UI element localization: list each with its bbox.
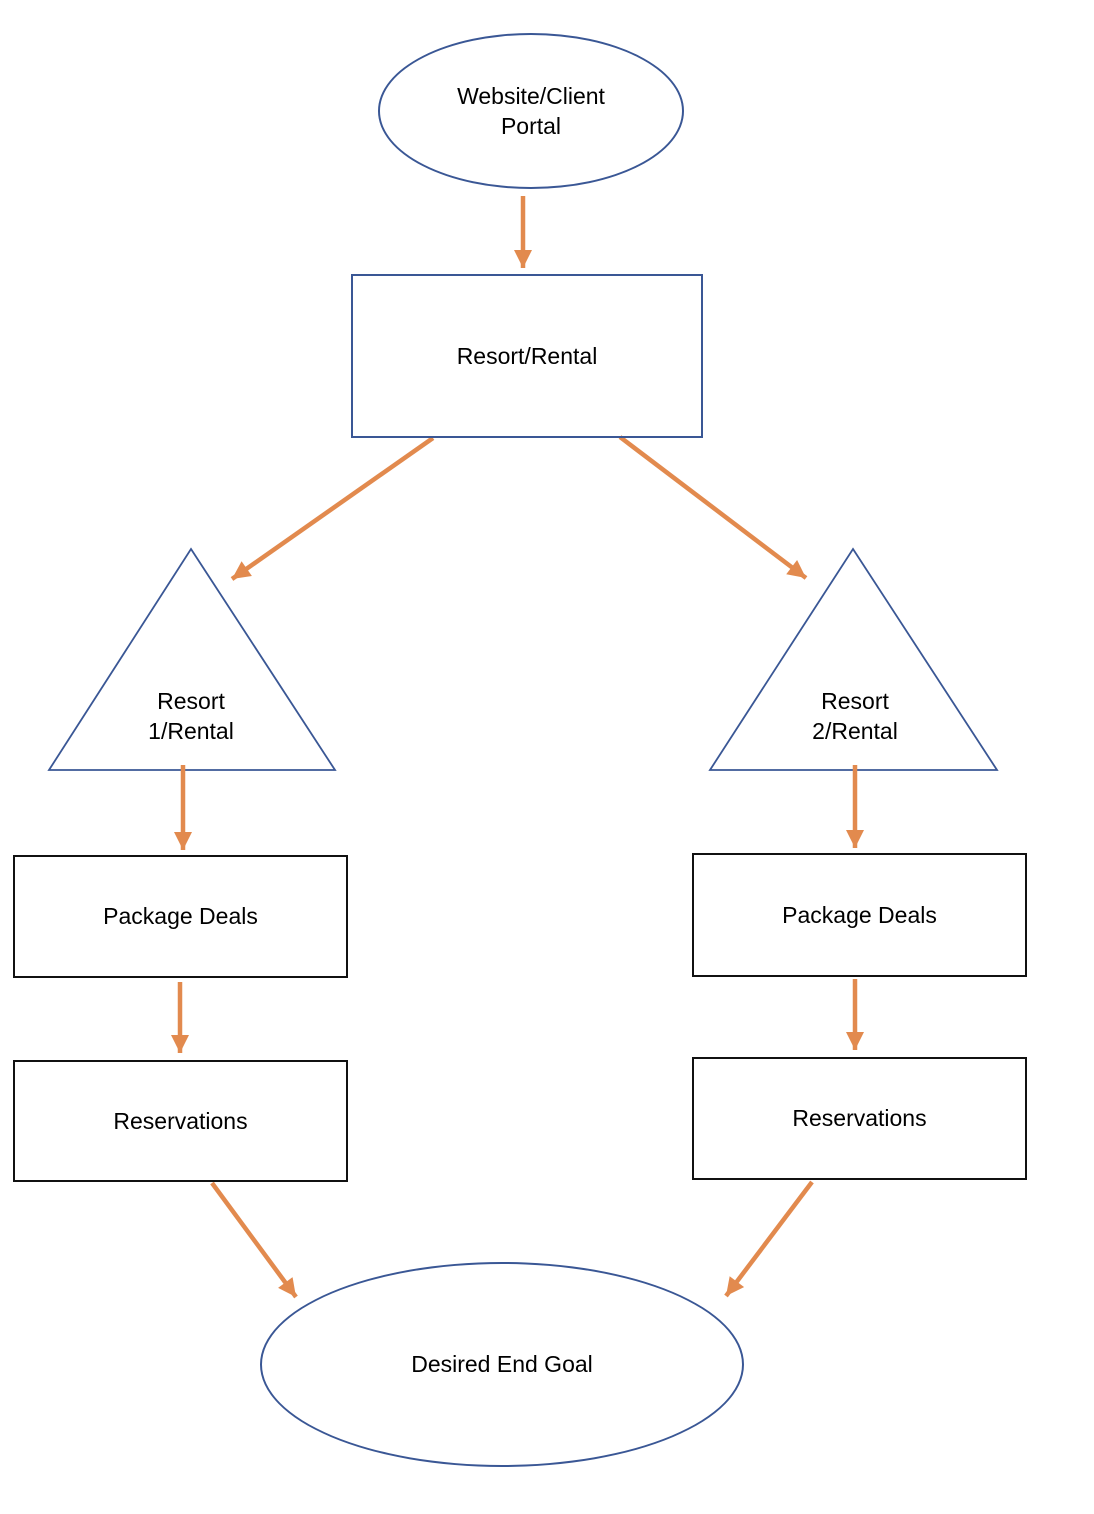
node-resort-rental-label: Resort/Rental <box>456 342 598 369</box>
node-resort-2-label: Resort 2/Rental <box>812 688 898 745</box>
node-resort-rental: Resort/Rental <box>351 274 703 438</box>
node-reservations-1-label: Reservations <box>113 1107 248 1134</box>
node-website-client-portal: Website/Client Portal <box>378 33 684 189</box>
node-desired-end-goal: Desired End Goal <box>260 1262 744 1467</box>
triangle-resort-1-shape <box>47 547 337 771</box>
node-desired-end-goal-label: Desired End Goal <box>411 1351 593 1378</box>
arrow-reservations1-to-endgoal <box>210 1181 298 1299</box>
node-resort-1-label: Resort 1/Rental <box>148 688 234 745</box>
node-package-deals-1: Package Deals <box>13 855 348 978</box>
node-package-deals-2-label: Package Deals <box>782 901 937 928</box>
node-package-deals-2: Package Deals <box>692 853 1027 977</box>
arrow-resort-to-resort1 <box>230 436 435 581</box>
node-reservations-2: Reservations <box>692 1057 1027 1180</box>
node-reservations-1: Reservations <box>13 1060 348 1182</box>
arrow-resort-to-resort2 <box>618 435 808 580</box>
node-reservations-2-label: Reservations <box>792 1105 927 1132</box>
arrow-reservations2-to-endgoal <box>724 1180 814 1298</box>
node-website-client-portal-label: Website/Client Portal <box>457 82 605 139</box>
node-package-deals-1-label: Package Deals <box>103 903 258 930</box>
